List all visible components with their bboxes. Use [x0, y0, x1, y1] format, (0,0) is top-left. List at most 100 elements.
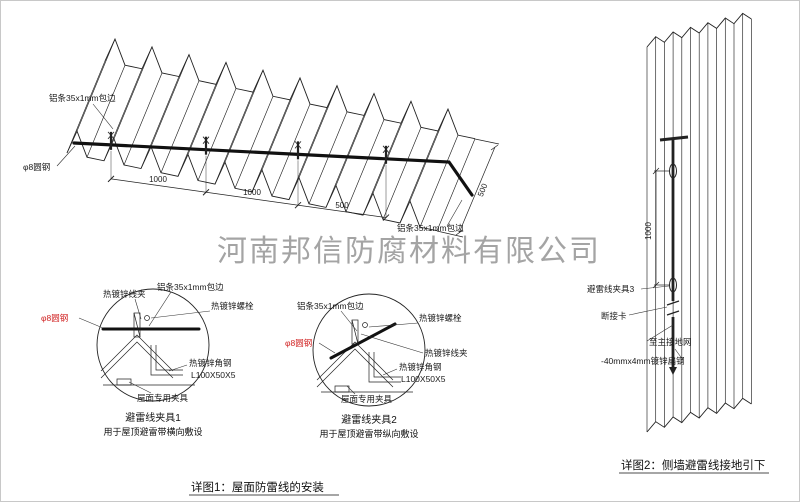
lightning-wire-and-clamps — [72, 131, 474, 197]
label-round-steel-d2: φ8圆钢 — [285, 338, 312, 348]
bolt — [144, 315, 150, 321]
dim-tick — [455, 229, 464, 236]
leader-line — [646, 324, 674, 342]
company-watermark: 河南邦信防腐材料有限公司 — [217, 235, 601, 268]
roof-ridge-line — [187, 62, 227, 155]
roof-depth-dimension — [436, 138, 500, 238]
leader-line — [382, 368, 398, 376]
detail-circle — [96, 288, 210, 402]
detail2-caption: 详图2：侧墙避雷线接地引下 — [621, 458, 765, 472]
corrugated-wall-sheet — [646, 12, 752, 433]
roof-profile-line — [316, 348, 394, 388]
wire-clamp-hatch — [294, 141, 302, 149]
leader-line — [340, 310, 358, 332]
roof-ridge-line — [372, 101, 412, 194]
roof-ridge-line — [76, 38, 116, 132]
label-angle-steel-d1: 热镀锌角钢 — [189, 358, 232, 368]
dim-tick — [652, 167, 660, 175]
roof-ridge-line — [214, 91, 254, 185]
wall-dimension — [652, 167, 670, 289]
leader-line — [148, 291, 172, 327]
roof-ridge-line — [399, 130, 439, 224]
roof-ridge-line — [362, 123, 402, 216]
dim-tick — [490, 144, 499, 151]
corrugated-roof-sheet — [66, 37, 476, 232]
roof-ridge-line — [308, 111, 348, 204]
roof-ridge-line — [140, 76, 180, 169]
leader-line — [78, 317, 104, 329]
label-alu-strip-d1: 铝条35x1mm包边 — [157, 282, 224, 292]
detail2-clamp-subtitle: 用于屋顶避雷带纵向敷设 — [319, 428, 418, 439]
label-flat-steel: -40mmx4mm镀锌扁钢 — [601, 356, 685, 366]
roof-profile-line — [316, 341, 394, 381]
roof-clamp-base — [334, 385, 350, 393]
leader-line — [134, 298, 142, 320]
detail1-caption: 详图1：屋面防雷线的安装 — [191, 480, 324, 494]
roof-ridge-line — [325, 115, 365, 208]
roof-ridge-line — [66, 60, 106, 154]
roof-profile-line — [100, 341, 174, 379]
leader-line — [674, 348, 684, 361]
label-clamp3: 避雷线夹具3 — [587, 284, 635, 294]
roof-dimension-chain — [107, 150, 390, 221]
roof-ridge-line — [271, 103, 311, 197]
dim-line — [458, 146, 496, 234]
angle-steel — [150, 345, 183, 376]
clamp-hatch — [351, 319, 359, 345]
leader-line — [92, 103, 114, 130]
label-roof-clamp-d2: 屋面专用夹具 — [341, 394, 393, 404]
roof-ridge-line — [251, 99, 291, 192]
roof-ridge-line — [86, 65, 126, 158]
clamp-detail-1-drawing — [96, 288, 210, 402]
roof-ridge-line — [224, 70, 264, 163]
wire-clamp-plate — [133, 312, 141, 338]
roof-ridge-line — [160, 80, 200, 173]
label-alu-strip-right: 铝条35x1mm包边 — [397, 223, 464, 233]
detail2-clamp-title: 避雷线夹具2 — [341, 413, 397, 426]
leader-line — [318, 342, 336, 354]
roof-profile-line — [100, 334, 174, 372]
ground-arrow — [669, 367, 677, 375]
label-alu-strip-d2: 铝条35x1mm包边 — [297, 301, 364, 311]
leader-line — [168, 364, 188, 372]
label-wire-clamp-d2: 热镀锌线夹 — [425, 348, 468, 358]
dim-1000-a: 1000 — [149, 175, 167, 184]
wire-clamp-plate — [351, 319, 359, 345]
detail1-clamp-title: 避雷线夹具1 — [125, 411, 181, 424]
roof-clamp-base — [116, 378, 132, 386]
label-angle-spec-d1: L100X50X5 — [191, 370, 236, 380]
label-alu-strip-top: 铝条35x1mm包边 — [49, 93, 116, 103]
dim-500-depth: 500 — [476, 182, 490, 198]
dim-ext-line — [436, 230, 464, 238]
roof-ridge-line — [150, 54, 190, 147]
dim-tick — [652, 281, 660, 289]
label-wire-clamp-1: 热镀锌线夹 — [103, 289, 146, 299]
wire-clamp-hatch — [202, 136, 210, 144]
dim-ext-line — [474, 138, 500, 145]
angle-steel — [155, 345, 183, 371]
label-to-ground: 至主接地网 — [649, 337, 692, 347]
leader-line — [640, 285, 670, 290]
dim-500-a: 500 — [335, 201, 349, 210]
leader-line — [360, 333, 424, 354]
dim-1000-wall: 1000 — [644, 222, 653, 240]
roof-ridge-line — [177, 84, 217, 177]
bolt — [362, 322, 368, 328]
leader-line — [446, 199, 463, 227]
lightning-wire — [329, 322, 397, 360]
label-disconnect: 断接卡 — [601, 311, 627, 321]
angle-steel — [368, 352, 401, 383]
angle-steel — [373, 352, 401, 378]
leader-line — [128, 381, 152, 394]
leader-line — [368, 322, 419, 328]
label-round-steel-d1: φ8圆钢 — [41, 313, 68, 323]
roof-ridge-line — [436, 138, 476, 231]
leader-line — [346, 385, 356, 395]
label-bolt-d2: 热镀锌螺栓 — [419, 313, 462, 323]
disconnect-mark — [666, 300, 680, 306]
dim-line — [110, 178, 387, 218]
clamp-detail-2-drawing — [312, 293, 426, 407]
label-angle-steel-d2: 热镀锌角钢 — [399, 362, 442, 372]
